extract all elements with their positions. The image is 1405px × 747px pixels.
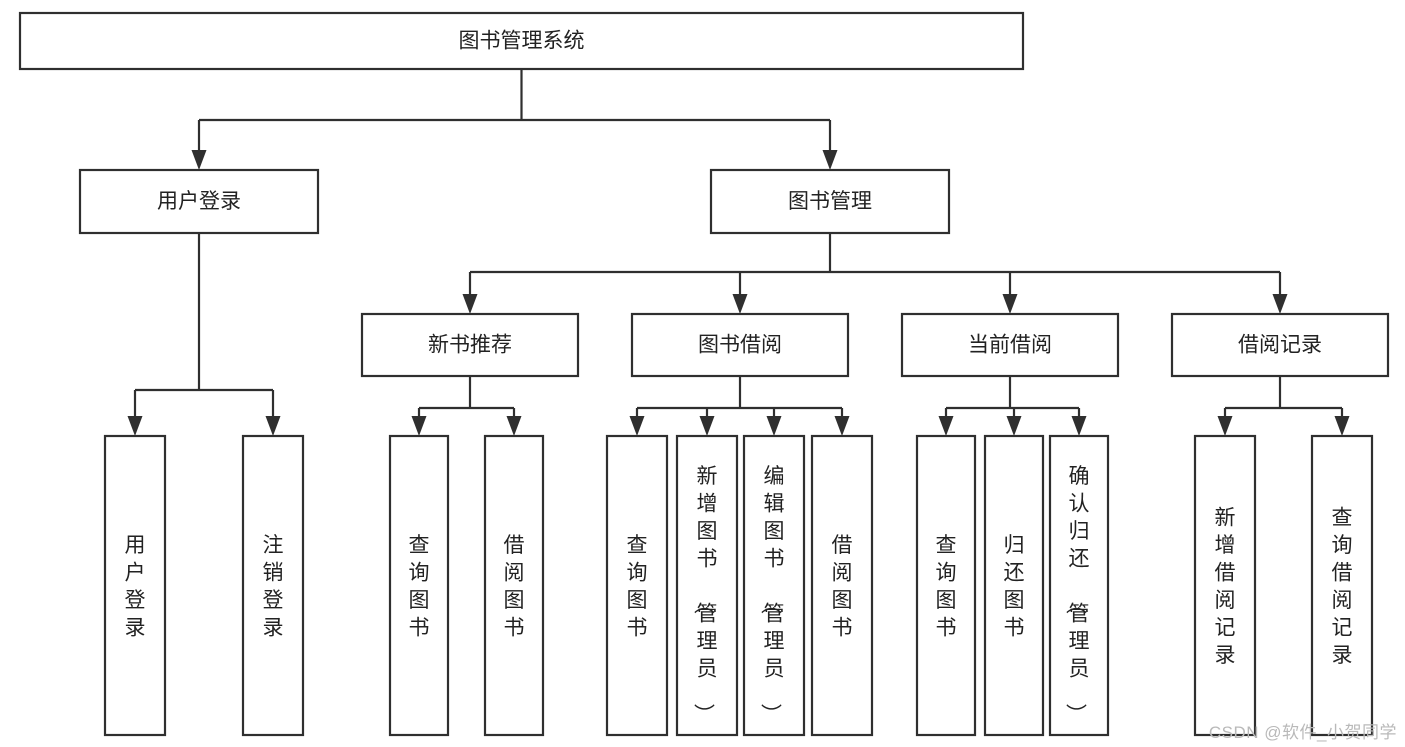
node-borrow-record[interactable]: 借阅记录	[1170, 312, 1390, 378]
node-leaf-borrow-book-1[interactable]: 借阅图书	[483, 434, 545, 737]
node-leaf-add-record[interactable]: 新增借阅记录	[1193, 434, 1257, 737]
node-box	[675, 434, 739, 737]
node-leaf-add-book[interactable]: 新增图书（管理员）	[675, 434, 739, 737]
node-label: 查询图书	[627, 534, 648, 640]
node-label: 确认归还（管理员）	[1064, 465, 1090, 724]
node-box	[605, 434, 669, 737]
node-label: 借阅图书	[832, 534, 853, 640]
node-box	[1310, 434, 1374, 737]
node-leaf-return-book[interactable]: 归还图书	[983, 434, 1045, 737]
node-leaf-query-book-3[interactable]: 查询图书	[915, 434, 977, 737]
node-leaf-user-login[interactable]: 用户登录	[103, 434, 167, 737]
node-label: 图书管理	[788, 190, 872, 213]
csdn-watermark: CSDN @软件_小贺同学	[1208, 723, 1397, 742]
node-box	[360, 312, 580, 378]
node-box	[915, 434, 977, 737]
node-box	[241, 434, 305, 737]
node-leaf-query-record[interactable]: 查询借阅记录	[1310, 434, 1374, 737]
node-label: 借阅图书	[504, 534, 525, 640]
node-leaf-edit-book[interactable]: 编辑图书（管理员）	[742, 434, 806, 737]
node-box	[483, 434, 545, 737]
node-leaf-query-book-1[interactable]: 查询图书	[388, 434, 450, 737]
node-label: 编辑图书（管理员）	[759, 465, 785, 724]
node-new-book-rec[interactable]: 新书推荐	[360, 312, 580, 378]
nodes-layer: 图书管理系统用户登录图书管理新书推荐图书借阅当前借阅借阅记录用户登录注销登录查询…	[18, 11, 1390, 737]
node-label: 用户登录	[125, 534, 146, 640]
edges-layer	[127, 69, 1350, 436]
node-box	[810, 434, 874, 737]
node-label: 图书借阅	[698, 334, 782, 357]
node-root[interactable]: 图书管理系统	[18, 11, 1025, 71]
node-label: 查询图书	[409, 534, 430, 640]
node-box	[103, 434, 167, 737]
node-label: 归还图书	[1004, 534, 1025, 640]
node-label: 用户登录	[157, 190, 241, 213]
node-box	[709, 168, 951, 235]
node-box	[983, 434, 1045, 737]
node-label: 新书推荐	[428, 334, 512, 357]
node-label: 新增借阅记录	[1215, 506, 1236, 667]
node-leaf-borrow-book-2[interactable]: 借阅图书	[810, 434, 874, 737]
node-label: 查询图书	[936, 534, 957, 640]
node-leaf-logout[interactable]: 注销登录	[241, 434, 305, 737]
node-label: 当前借阅	[968, 334, 1052, 357]
node-box	[1048, 434, 1110, 737]
node-label: 查询借阅记录	[1332, 506, 1353, 667]
node-box	[78, 168, 320, 235]
node-user-login[interactable]: 用户登录	[78, 168, 320, 235]
node-box	[388, 434, 450, 737]
node-book-manage[interactable]: 图书管理	[709, 168, 951, 235]
node-label: 新增图书（管理员）	[692, 465, 718, 724]
node-box	[900, 312, 1120, 378]
node-box	[742, 434, 806, 737]
node-leaf-query-book-2[interactable]: 查询图书	[605, 434, 669, 737]
node-book-borrow[interactable]: 图书借阅	[630, 312, 850, 378]
node-box	[1193, 434, 1257, 737]
node-label: 借阅记录	[1238, 334, 1322, 357]
node-box	[1170, 312, 1390, 378]
node-label: 注销登录	[263, 534, 284, 640]
node-current-borrow[interactable]: 当前借阅	[900, 312, 1120, 378]
node-box	[18, 11, 1025, 71]
node-leaf-confirm-return[interactable]: 确认归还（管理员）	[1048, 434, 1110, 737]
node-box	[630, 312, 850, 378]
node-label: 图书管理系统	[459, 30, 585, 53]
